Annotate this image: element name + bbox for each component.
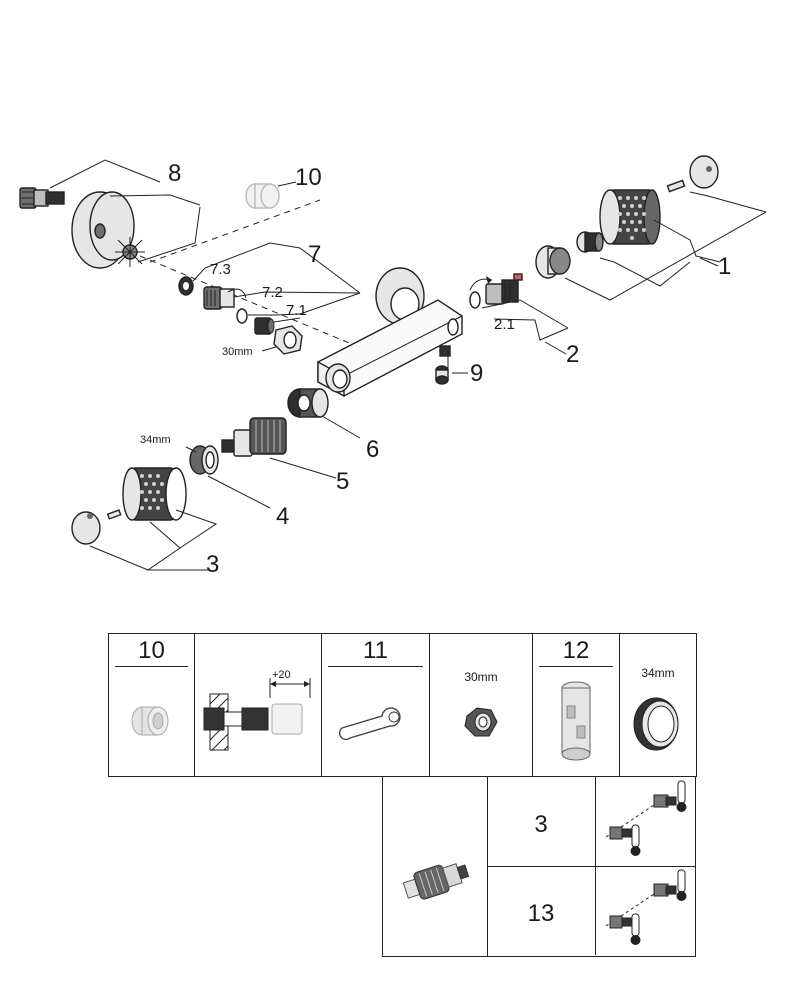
extension-length-label: +20: [272, 669, 291, 681]
ring-34mm-cell: 34mm: [619, 633, 697, 777]
cartridge-row-2: 13: [487, 866, 695, 955]
callout-9: 9: [470, 360, 483, 387]
callout-4: 4: [276, 503, 289, 530]
cartridge-image-cell: [383, 777, 488, 956]
wall-extension-diagram: +20: [203, 669, 311, 751]
callout-10: 10: [295, 164, 322, 191]
part-6-ring-nut: 6: [287, 388, 379, 463]
ring-icon: [633, 697, 679, 751]
part-5-thermo-element: 5: [221, 417, 349, 495]
cartridge-row-1: 3: [487, 777, 695, 867]
dim-ring-34mm: 34mm: [140, 434, 171, 446]
callout-7-3: 7.3: [210, 261, 231, 278]
cartridge-row-1-number: 3: [534, 811, 548, 838]
part-8-wall-connector: 8: [19, 159, 201, 269]
hot-cold-orientation-icon-2: [605, 869, 687, 945]
part-10-extension: 10: [245, 164, 322, 209]
part-3-flow-handle: 3: [71, 467, 219, 578]
accessory-10-number: 10: [115, 638, 188, 667]
extension-diagram-cell: +20: [194, 633, 322, 777]
accessory-11-number: 11: [328, 638, 423, 667]
callout-7-2: 7.2: [262, 284, 283, 301]
callout-3: 3: [206, 551, 219, 578]
exploded-parts-diagram: 8 10 7 7.3 7.2: [19, 155, 767, 578]
accessory-12-number: 12: [539, 638, 613, 667]
accessory-11-cell: 11: [321, 633, 430, 777]
part-4-ring: 34mm 4: [140, 434, 289, 530]
cartridge-row-1-illus: [595, 777, 696, 866]
hex-nut-icon: [464, 707, 498, 737]
callout-8: 8: [168, 160, 181, 187]
cartridge-table: 3 13: [382, 777, 696, 957]
callout-7-1: 7.1: [286, 302, 307, 319]
accessory-10-cell: 10: [108, 633, 195, 777]
part-2-cartridge: 2.1 2: [469, 273, 579, 368]
nut-size-label: 30mm: [464, 670, 498, 684]
part-7-check-valve-set: 7 7.3 7.2 7.1 30mm: [178, 241, 361, 358]
callout-6: 6: [366, 436, 379, 463]
callout-5: 5: [336, 468, 349, 495]
callout-2: 2: [566, 341, 579, 368]
dim-nut-30mm: 30mm: [222, 346, 253, 358]
ring-size-label: 34mm: [641, 666, 675, 680]
accessory-12-cell: 12: [532, 633, 620, 777]
extension-piece-icon: [131, 706, 168, 736]
flow-cartridge-icon: [561, 681, 591, 761]
part-9-outlet-nipple: 9: [435, 360, 483, 387]
cartridge-row-2-illus: [595, 866, 696, 955]
callout-7: 7: [308, 241, 321, 268]
thermostat-body: [317, 267, 463, 398]
callout-2-1: 2.1: [494, 316, 515, 333]
part-1-temperature-handle: 1: [535, 155, 767, 301]
cartridge-row-2-number: 13: [527, 900, 555, 927]
nut-30mm-cell: 30mm: [429, 633, 533, 777]
thermo-cartridge-icon: [402, 863, 470, 900]
hot-cold-orientation-icon: [605, 780, 687, 856]
accessories-table: 10 +20: [108, 633, 697, 777]
callout-1: 1: [718, 253, 731, 280]
wrench-icon: [338, 707, 401, 740]
